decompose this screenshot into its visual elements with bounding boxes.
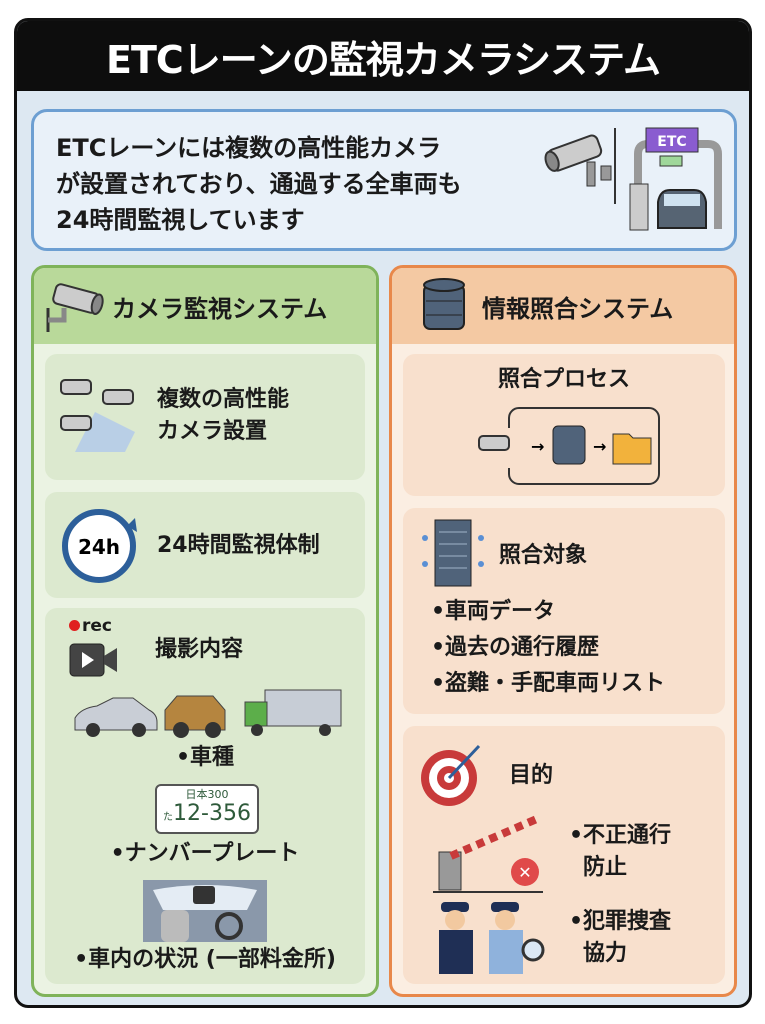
arrow-icon: → (531, 437, 544, 456)
text-line: カメラ設置 (157, 419, 268, 444)
database-icon (552, 425, 586, 465)
rec-dot-icon (69, 620, 80, 631)
intro-box: ETCレーンには複数の高性能カメラ が設置されており、通過する全車両も 24時間… (31, 109, 737, 251)
svg-text:✕: ✕ (518, 863, 531, 882)
text-line: 防止 (583, 855, 628, 880)
etc-label: ETC (657, 134, 686, 150)
security-camera-icon (46, 283, 104, 332)
text-line: 複数の高性能 (157, 387, 290, 412)
police-officers-icon (439, 902, 545, 974)
cameras-card: 複数の高性能 カメラ設置 (45, 354, 365, 480)
database-icon (423, 278, 465, 330)
target-item: •車両データ (431, 599, 556, 624)
targets-title: 照合対象 (499, 543, 588, 568)
purpose-card: 目的 ✕ •不正通行 防止 •犯罪捜査 協力 (403, 726, 725, 984)
plate-region: 日本300 (185, 788, 229, 801)
intro-text: ETCレーンには複数の高性能カメラ が設置されており、通過する全車両も 24時間… (56, 130, 546, 238)
rec-label: rec (82, 616, 112, 636)
intro-line: ETCレーンには複数の高性能カメラ (56, 134, 442, 162)
intro-line: 24時間監視しています (56, 206, 305, 234)
capture-title: 撮影内容 (155, 637, 244, 662)
capture-item: •車内の状況 (一部料金所) (74, 947, 336, 972)
capture-item: •車種 (175, 745, 235, 770)
text-line: •不正通行 (569, 823, 672, 848)
infographic-frame: ETCレーンの監視カメラシステム ETCレーンには複数の高性能カメラ が設置され… (14, 18, 752, 1008)
vehicles-icon (74, 689, 342, 738)
text-line: 協力 (583, 941, 628, 966)
panel-title: カメラ監視システム (112, 294, 328, 323)
purpose-item: •不正通行 防止 (569, 820, 671, 884)
server-icon (422, 519, 484, 587)
process-flow-diagram: → → (473, 407, 660, 485)
camera-icon (478, 435, 510, 451)
intro-line: が設置されており、通過する全車両も (56, 170, 462, 198)
plate-kana: た (163, 812, 174, 823)
folder-icon (612, 433, 652, 465)
target-item: •盗難・手配車両リスト (431, 671, 666, 696)
panel-header: 情報照合システム (392, 268, 734, 344)
plate-number: 12-356 (173, 801, 251, 826)
info-matching-panel: 情報照合システム 照合プロセス → → 照合対象 •車両データ •過去の通行履歴… (389, 265, 737, 997)
target-item: •過去の通行履歴 (431, 635, 600, 660)
multiple-cameras-icon (60, 379, 135, 452)
panel-header: カメラ監視システム (34, 268, 376, 344)
security-camera-icon (544, 128, 616, 204)
arrow-icon: → (593, 437, 606, 456)
targets-list: •車両データ •過去の通行履歴 •盗難・手配車両リスト (431, 594, 665, 702)
process-title: 照合プロセス (497, 367, 630, 392)
purpose-title: 目的 (509, 763, 554, 788)
capture-item: •ナンバープレート (110, 841, 300, 866)
capture-card: rec 撮影内容 •車種 日本300 た12-356 •ナンバープレート •車内… (45, 608, 365, 984)
panel-title: 情報照合システム (482, 294, 674, 323)
gate-barrier-icon: ✕ (433, 814, 543, 893)
etc-gate-icon: ETC (629, 127, 722, 231)
monitoring-card: 24h 24時間監視体制 (45, 492, 365, 598)
car-interior-icon (143, 880, 267, 942)
license-plate: 日本300 た12-356 (155, 784, 259, 834)
rec-indicator: rec (69, 616, 112, 636)
targets-card: 照合対象 •車両データ •過去の通行履歴 •盗難・手配車両リスト (403, 508, 725, 714)
monitoring-text: 24時間監視体制 (157, 533, 320, 558)
clock-label: 24h (78, 535, 120, 559)
clock-24h-icon: 24h (62, 509, 137, 583)
target-icon (421, 744, 481, 806)
page-title: ETCレーンの監視カメラシステム (17, 21, 749, 91)
purpose-item: •犯罪捜査 協力 (569, 906, 671, 970)
video-camera-icon (69, 643, 117, 677)
text-line: •犯罪捜査 (569, 909, 672, 934)
cameras-text: 複数の高性能 カメラ設置 (157, 384, 289, 448)
process-card: 照合プロセス → → (403, 354, 725, 496)
camera-monitoring-panel: カメラ監視システム 複数の高性能 カメラ設置 24h 24時間監視体制 re (31, 265, 379, 997)
